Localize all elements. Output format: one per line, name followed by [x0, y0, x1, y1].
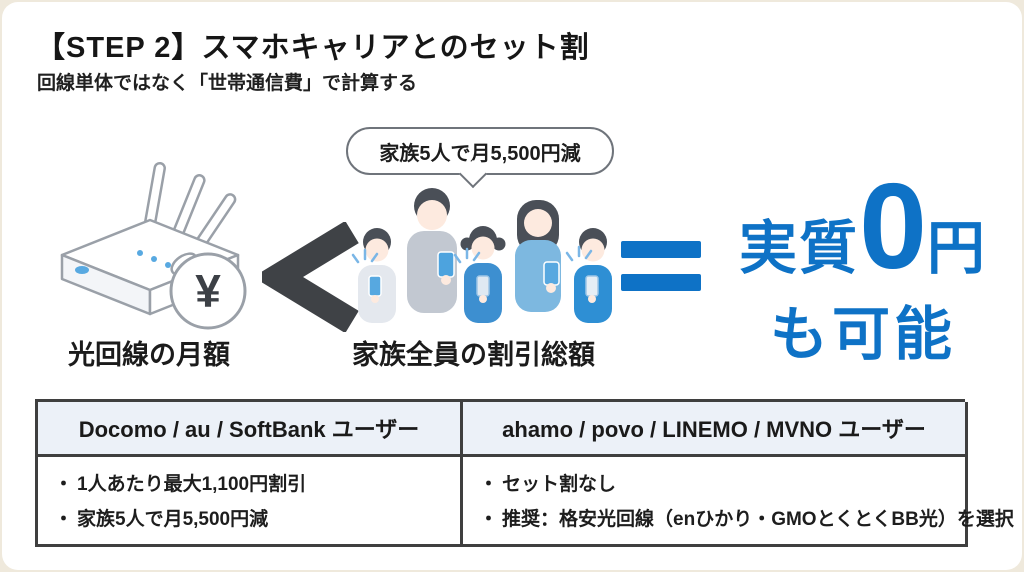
less-than-symbol — [262, 222, 359, 332]
yen-price-tag-icon: ¥ — [169, 252, 247, 330]
result-line2: も可能 — [769, 302, 956, 367]
list-item: ・推奨：格安光回線（enひかり・GMOとくとくBB光）を選択 — [479, 509, 1014, 531]
result-unit: 円 — [926, 216, 987, 281]
router-label: 光回線の月額 — [68, 340, 230, 370]
list-item: ・セット割なし — [479, 474, 617, 495]
boy-right-figure — [574, 228, 612, 323]
bullet: ・ — [54, 474, 74, 495]
equals-symbol — [621, 241, 701, 291]
table-body-cell-budget-carriers: ・セット割なし ・推奨：格安光回線（enひかり・GMOとくとくBB光）を選択 — [463, 457, 1014, 547]
page-subtitle: 回線単体ではなく「世帯通信費」で計算する — [37, 73, 418, 94]
table-header-cell-budget-carriers: ahamo / povo / LINEMO / MVNO ユーザー — [463, 402, 968, 457]
bullet: ・ — [54, 509, 74, 531]
mother-figure — [515, 200, 561, 312]
family-label: 家族全員の割引総額 — [352, 340, 595, 370]
list-item: ・家族5人で月5,500円減 — [54, 509, 269, 531]
result-text: 実質 0 円 も可能 — [710, 158, 1016, 371]
speech-bubble-text: 家族5人で月5,500円減 — [379, 142, 581, 165]
table-header-cell-major-carriers: Docomo / au / SoftBank ユーザー — [38, 402, 463, 457]
sparkle-marks — [351, 245, 593, 264]
page-title: 【STEP 2】スマホキャリアとのセット割 — [36, 32, 590, 64]
result-line1: 実質 0 円 — [710, 158, 1016, 294]
equals-bar-top — [621, 241, 701, 258]
result-zero: 0 — [859, 158, 927, 294]
bullet: ・ — [479, 509, 499, 531]
result-prefix: 実質 — [739, 216, 860, 281]
bullet: ・ — [479, 474, 499, 495]
family-illustration — [351, 188, 612, 323]
equals-bar-bottom — [621, 274, 701, 291]
girl-figure — [460, 226, 506, 323]
yen-symbol: ¥ — [195, 265, 221, 317]
list-item: ・1人あたり最大1,100円割引 — [54, 474, 307, 495]
carrier-comparison-table: Docomo / au / SoftBank ユーザー ahamo / povo… — [35, 399, 1014, 547]
boy-left-figure — [358, 228, 396, 323]
speech-bubble: 家族5人で月5,500円減 — [346, 127, 614, 175]
table-body-cell-major-carriers: ・1人あたり最大1,100円割引 ・家族5人で月5,500円減 — [38, 457, 463, 547]
router-illustration: ¥ — [60, 161, 247, 330]
father-figure — [407, 188, 457, 313]
